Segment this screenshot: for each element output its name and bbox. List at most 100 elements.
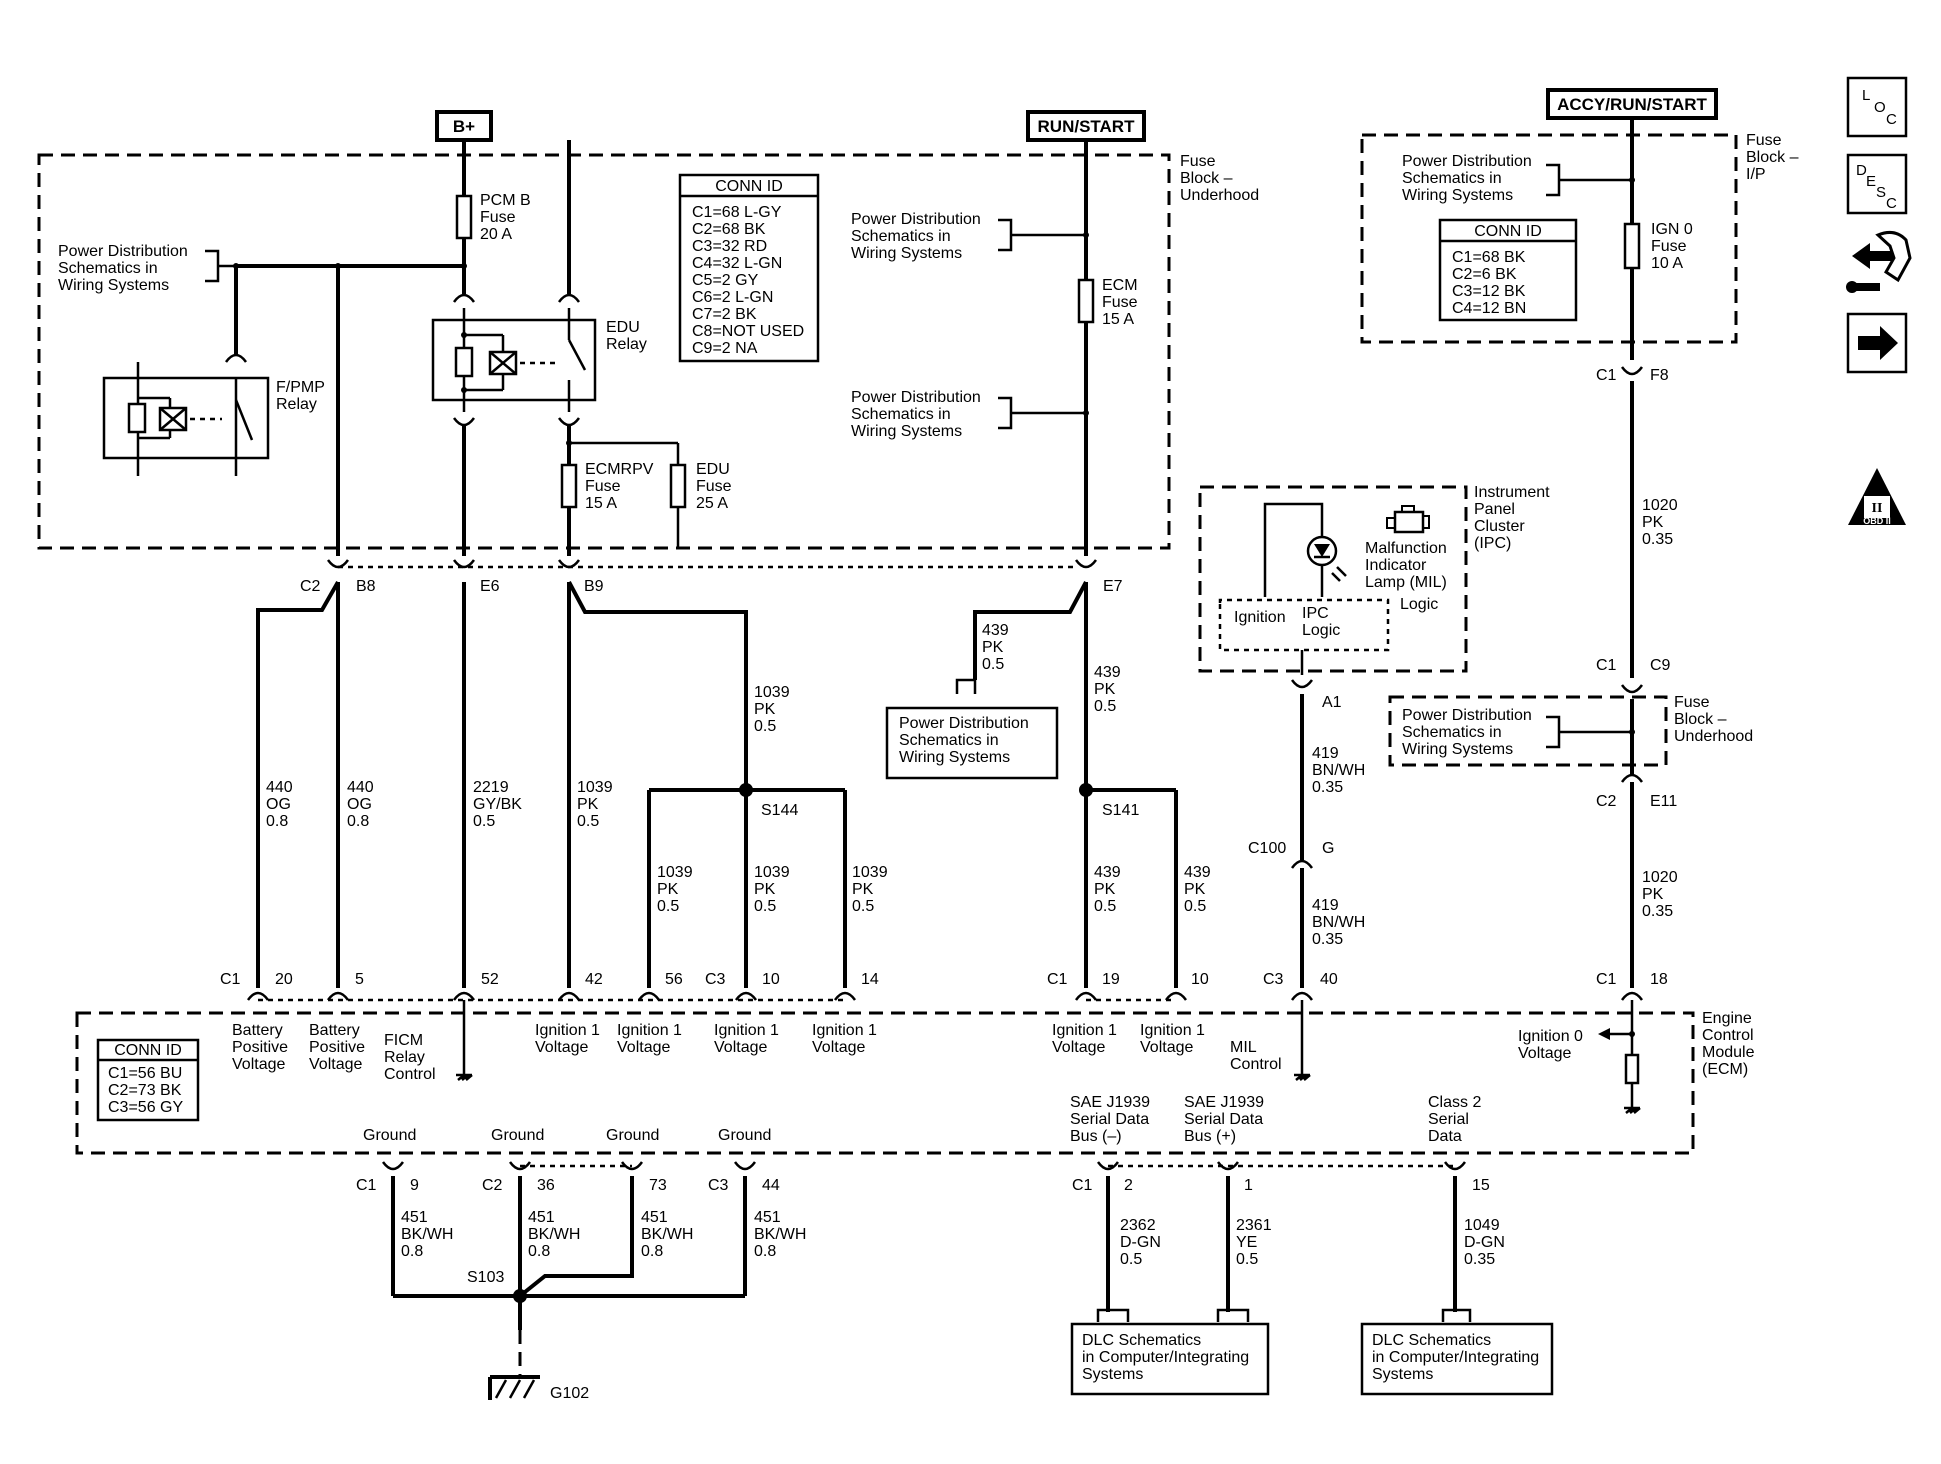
wire-label: 2362	[1120, 1217, 1156, 1234]
ecm-func-label: FICM	[384, 1032, 423, 1049]
fbip-label: I/P	[1746, 166, 1766, 183]
ecm-top-connectors: C1 20 5 52 42 56 C3 10 14 C1 19 10 C3 40…	[220, 971, 1668, 1002]
pds-left-text: Power Distribution	[58, 243, 188, 260]
next-arrow-icon[interactable]	[1846, 312, 1908, 374]
obd-ii-warning-icon: II OBD II	[1848, 468, 1906, 526]
ecm-conn-id-title: CONN ID	[114, 1042, 182, 1059]
wire-label: BN/WH	[1312, 762, 1365, 779]
connector-row-fbu: C2 B8 E6 B9 E7	[300, 559, 1123, 595]
dlc-text: DLC Schematics	[1082, 1332, 1201, 1349]
fbip-conn-row: C3=12 BK	[1452, 283, 1526, 300]
wire-label: D-GN	[1464, 1234, 1505, 1251]
edu-relay-label: EDU	[606, 319, 640, 336]
fuse-block-underhood-2: Fuse Block – Underhood Power Distributio…	[1388, 694, 1753, 767]
wire-451-c: 451 BK/WH 0.8	[641, 1209, 693, 1260]
ecm-func-label: Positive	[309, 1039, 365, 1056]
connector-e6: E6	[480, 578, 500, 595]
wire-label: 2361	[1236, 1217, 1272, 1234]
splice-s103: S103	[467, 1269, 504, 1286]
ecm-func-label: Ignition 1	[535, 1022, 600, 1039]
pds-run2-text: Wiring Systems	[851, 423, 962, 440]
wire-label: 0.8	[401, 1243, 423, 1260]
ecm-func-label: Ignition 1	[617, 1022, 682, 1039]
dlc-schematics-box-1: DLC Schematics in Computer/Integrating S…	[1070, 1322, 1270, 1396]
fbu2-label: Fuse	[1674, 694, 1710, 711]
ecm-label: Module	[1702, 1044, 1755, 1061]
wire-label: 439	[1094, 864, 1121, 881]
ecm-func-label: Battery	[309, 1022, 360, 1039]
ecm-func-label: Voltage	[812, 1039, 865, 1056]
wire-label: 419	[1312, 745, 1339, 762]
ecm-func-label: Ignition 1	[1052, 1022, 1117, 1039]
sae-minus-label: Serial Data	[1070, 1111, 1149, 1128]
pds-run-ref-2: Power Distribution Schematics in Wiring …	[851, 389, 1086, 440]
fbu2-pds-text: Schematics in	[1402, 724, 1502, 741]
ecmrpv-fuse-label: 15 A	[585, 495, 617, 512]
ecm-func-label: Voltage	[617, 1039, 670, 1056]
ecm-conn-row: C1=56 BU	[108, 1065, 182, 1082]
wire-label: 0.35	[1642, 531, 1673, 548]
wire-1020-a: 1020 PK 0.35	[1642, 497, 1678, 548]
ecmrpv-fuse: ECMRPV Fuse 15 A	[560, 461, 654, 512]
wire-label: 0.35	[1312, 931, 1343, 948]
ecm-func-label: Ignition 1	[714, 1022, 779, 1039]
dlc-text: in Computer/Integrating	[1372, 1349, 1539, 1366]
wire-label: 1039	[754, 864, 790, 881]
loc-icon[interactable]: L O C	[1846, 76, 1908, 138]
wire-419-b: 419 BN/WH 0.35	[1312, 897, 1365, 948]
wire-label: 439	[1094, 664, 1121, 681]
wire-label: 0.8	[347, 813, 369, 830]
pds-left-ref: Power Distribution Schematics in Wiring …	[58, 243, 236, 294]
wire-label: 0.5	[577, 813, 599, 830]
wire-439-main: 439 PK 0.5	[1094, 664, 1121, 715]
fbu-conn-id-title: CONN ID	[715, 178, 783, 195]
desc-icon-c: C	[1886, 195, 1897, 212]
ecm-func-label: Positive	[232, 1039, 288, 1056]
ecm-bottom-labels: Ground Ground Ground Ground SAE J1939 Se…	[363, 1094, 1481, 1145]
wire-label: 0.5	[1120, 1251, 1142, 1268]
desc-icon[interactable]: D E S C	[1846, 153, 1908, 215]
wire-439-top: 439 PK 0.5	[982, 622, 1009, 673]
connector-e11: E11	[1650, 793, 1677, 810]
wire-1039-a: 1039 PK 0.5	[577, 779, 613, 830]
desc-icon-e: E	[1866, 173, 1876, 190]
ecm-pin: 14	[861, 971, 879, 988]
wire-1039-b: 1039 PK 0.5	[657, 864, 693, 915]
ecm-fuse: ECM Fuse 15 A	[1077, 277, 1138, 328]
wire-label: PK	[1184, 881, 1206, 898]
ecm-conn-c3: C3	[705, 971, 726, 988]
ecm-pin: 56	[665, 971, 683, 988]
wire-label: PK	[577, 796, 599, 813]
wire-label: PK	[852, 881, 874, 898]
pds-left-text: Schematics in	[58, 260, 158, 277]
edu-relay: EDU Relay	[431, 140, 647, 427]
ecm-fuse-label: Fuse	[1102, 294, 1138, 311]
pds-run-ref-1: Power Distribution Schematics in Wiring …	[851, 211, 1086, 262]
ecm-func-label: Voltage	[1140, 1039, 1193, 1056]
wire-label: 0.8	[754, 1243, 776, 1260]
engine-icon	[1386, 505, 1430, 534]
gnd-pin: 36	[537, 1177, 555, 1194]
schematic-navigation-icon[interactable]	[1846, 230, 1912, 293]
ecm-pin: 10	[1191, 971, 1209, 988]
sae-minus-label: SAE J1939	[1070, 1094, 1150, 1111]
edu-fuse: EDU Fuse 25 A	[669, 461, 732, 548]
wire-label: 0.5	[1236, 1251, 1258, 1268]
ipc-logic-label: Logic	[1302, 622, 1340, 639]
wire-419-a: 419 BN/WH 0.35	[1312, 745, 1365, 796]
fbu-conn-row: C5=2 GY	[692, 272, 759, 289]
instrument-panel-cluster: Instrument Panel Cluster (IPC) Malfuncti…	[1198, 484, 1550, 675]
wire-label: 1049	[1464, 1217, 1500, 1234]
wire-2362: 2362 D-GN 0.5	[1120, 1217, 1161, 1268]
dlc-text: DLC Schematics	[1372, 1332, 1491, 1349]
splice-s144: S144	[761, 802, 798, 819]
ecm-func-label: Ignition 1	[812, 1022, 877, 1039]
wire-label: PK	[982, 639, 1004, 656]
ign0-fuse-label: Fuse	[1651, 238, 1687, 255]
connector-f8: F8	[1650, 367, 1669, 384]
wire-label: 0.5	[657, 898, 679, 915]
ign0-input	[1598, 1000, 1641, 1114]
gnd-pin: 73	[649, 1177, 667, 1194]
wire-label: GY/BK	[473, 796, 522, 813]
ecm-fuse-label: 15 A	[1102, 311, 1134, 328]
